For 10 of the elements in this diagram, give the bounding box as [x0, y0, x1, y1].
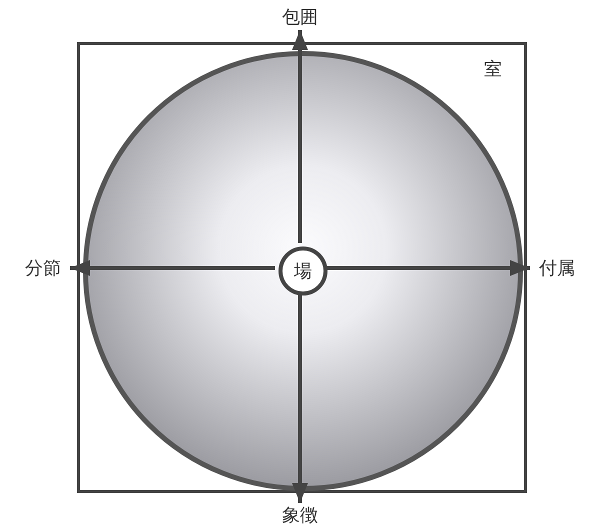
arrow — [325, 260, 530, 276]
axis-label: 包囲 — [282, 6, 318, 29]
frame-title: 室 — [484, 58, 502, 81]
axis-label: 付属 — [539, 257, 575, 280]
axis-label: 分節 — [25, 257, 61, 280]
arrow — [292, 293, 308, 503]
axis-label: 象徴 — [282, 504, 318, 527]
arrow — [70, 260, 275, 276]
center-label: 場 — [294, 260, 312, 283]
arrow — [292, 30, 308, 243]
